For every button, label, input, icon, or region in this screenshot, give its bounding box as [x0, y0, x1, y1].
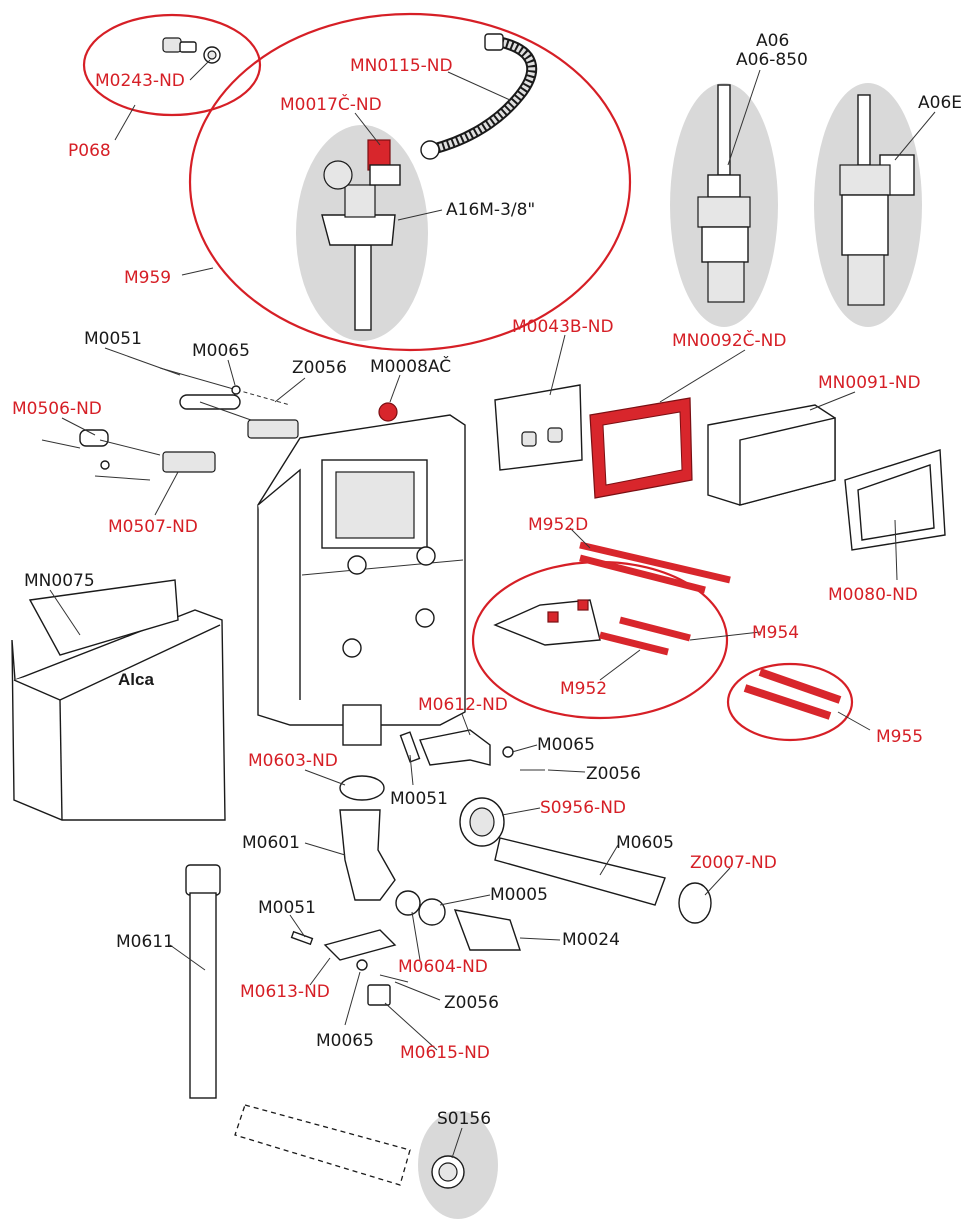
label-m0506-nd: M0506-ND [12, 399, 102, 419]
label-z0056-low: Z0056 [444, 993, 499, 1013]
label-m952: M952 [560, 679, 607, 699]
group-ring-m959 [188, 12, 632, 352]
label-m0604-nd: M0604-ND [398, 957, 488, 977]
fill-valve [321, 139, 401, 331]
label-m0615-nd: M0615-ND [400, 1043, 490, 1063]
label-m0065-top: M0065 [192, 341, 250, 361]
label-p068: P068 [68, 141, 111, 161]
pipe-dashed [234, 1104, 465, 1189]
label-a06e: A06E [918, 93, 962, 113]
label-m0603-nd: M0603-ND [248, 751, 338, 771]
label-s0156: S0156 [437, 1109, 491, 1129]
label-m0243-nd: M0243-ND [95, 71, 185, 91]
label-s0956-nd: S0956-ND [540, 798, 626, 818]
label-mn0092c-nd: MN0092Č-ND [672, 329, 786, 351]
label-a06: A06 [756, 31, 789, 51]
label-m0080-nd: M0080-ND [828, 585, 918, 605]
label-z0056-top: Z0056 [292, 358, 347, 378]
rods-m952d [579, 541, 731, 594]
label-m0507-nd: M0507-ND [108, 517, 198, 537]
label-m959: M959 [124, 268, 171, 288]
fitting-m0243 [162, 37, 221, 64]
label-m0051-top: M0051 [84, 329, 142, 349]
label-m0065-low: M0065 [316, 1031, 374, 1051]
bracket-m954 [493, 599, 691, 656]
label-m0613-nd: M0613-ND [240, 982, 330, 1002]
brand-logo-text: Alca [118, 670, 154, 689]
pipe-m0611 [185, 864, 221, 1099]
screws-top-left [41, 367, 299, 481]
cistern-body [257, 402, 466, 746]
label-m0024: M0024 [562, 930, 620, 950]
frame-mn0091 [707, 404, 836, 506]
frame-m0043b [494, 384, 583, 471]
label-m0051-mid: M0051 [390, 789, 448, 809]
flush-valve-a06 [697, 84, 751, 303]
label-m0008ac: M0008AČ [370, 355, 451, 377]
label-m0612-nd: M0612-ND [418, 695, 508, 715]
label-m0017c-nd: M0017Č-ND [280, 93, 382, 115]
label-a16m: A16M-3/8" [446, 200, 535, 220]
label-m0005: M0005 [490, 885, 548, 905]
label-a06-850: A06-850 [736, 50, 808, 70]
flush-valve-a06e [839, 94, 915, 306]
label-mn0115-nd: MN0115-ND [350, 56, 453, 76]
group-ring-p068 [82, 13, 262, 117]
frame-m0080 [844, 449, 946, 551]
rods-m955 [743, 668, 842, 720]
label-m0043b-nd: M0043B-ND [512, 317, 614, 337]
braided-hose [420, 33, 538, 160]
leader-lines [49, 59, 936, 1159]
insulation-mn0075 [11, 579, 226, 821]
label-m952d: M952D [528, 515, 588, 535]
label-z0056-mid: Z0056 [586, 764, 641, 784]
label-z0007-nd: Z0007-ND [690, 853, 777, 873]
frame-mn0092c [589, 397, 693, 499]
label-m955: M955 [876, 727, 923, 747]
label-m0051-low: M0051 [258, 898, 316, 918]
part-labels: M0243-ND P068 MN0115-ND M0017Č-ND A16M-3… [12, 31, 962, 1129]
label-m0065-mid: M0065 [537, 735, 595, 755]
group-ring-m955 [726, 662, 854, 742]
label-m0605: M0605 [616, 833, 674, 853]
label-mn0091-nd: MN0091-ND [818, 373, 921, 393]
label-mn0075: MN0075 [24, 571, 95, 591]
label-m954: M954 [752, 623, 799, 643]
label-m0601: M0601 [242, 833, 300, 853]
outlet-parts [290, 729, 712, 1006]
label-m0611: M0611 [116, 932, 174, 952]
